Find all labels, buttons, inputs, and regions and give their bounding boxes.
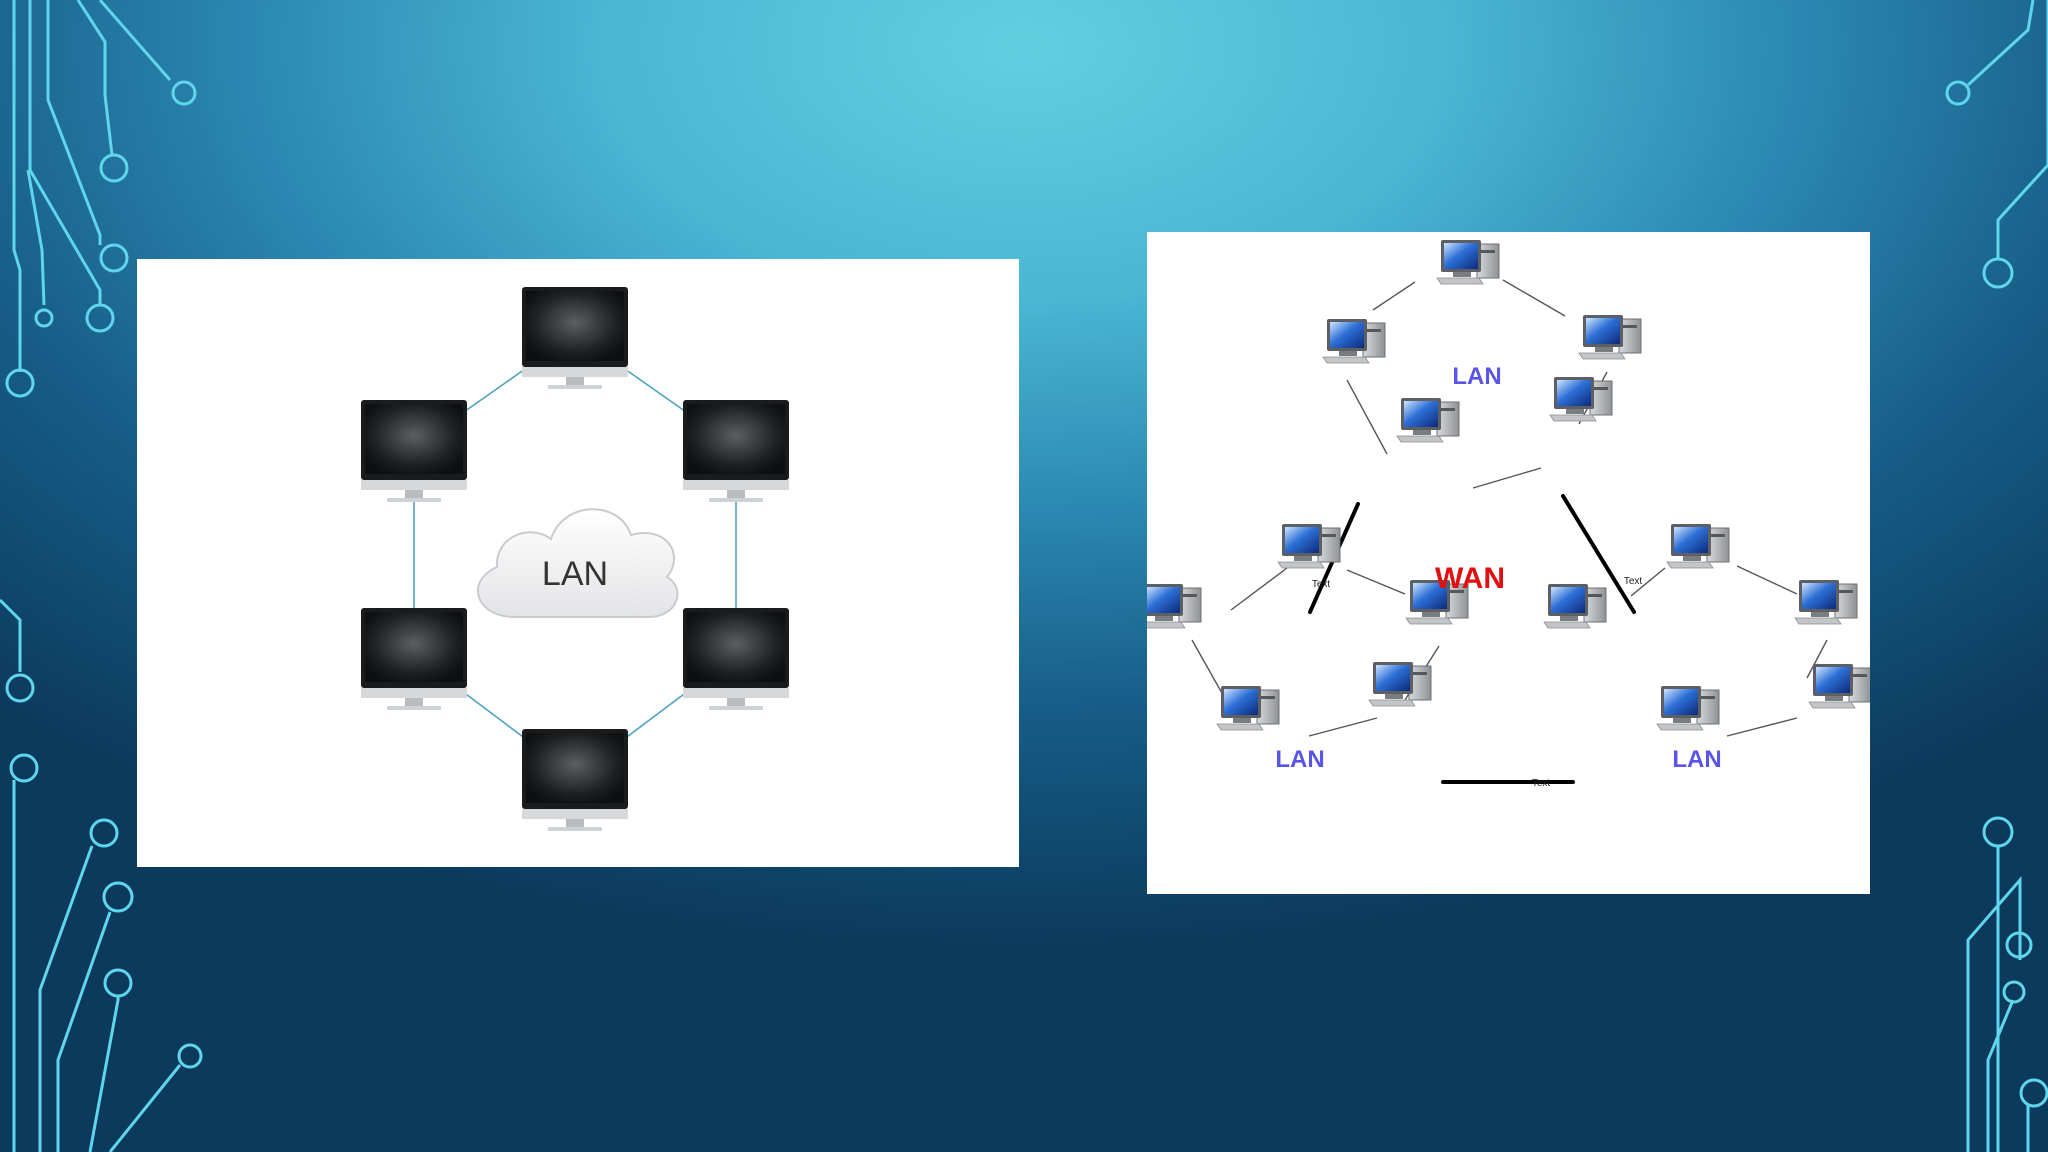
lan-link	[1347, 380, 1387, 454]
wan-diagram: WAN LAN LAN LAN Text Text Text	[1147, 232, 1870, 894]
desktop-computer-icon	[1544, 584, 1606, 628]
desktop-computer-icon	[1147, 584, 1201, 628]
monitor-lower-left-icon	[361, 608, 467, 710]
desktop-computer-icon	[1579, 315, 1641, 359]
lan-label-bottom-left: LAN	[1275, 746, 1324, 773]
lan-label-top: LAN	[1452, 363, 1501, 390]
desktop-computer-icon	[1217, 686, 1279, 730]
desktop-computer-icon	[1667, 524, 1729, 568]
monitor-lower-right-icon	[683, 608, 789, 710]
lan-link	[1309, 718, 1377, 736]
lan-link	[1503, 280, 1565, 316]
desktop-computer-icon	[1550, 377, 1612, 421]
link-label-right: Text	[1624, 576, 1643, 587]
lan-link	[1231, 568, 1287, 610]
monitor-top-icon	[522, 287, 628, 389]
desktop-computer-icon	[1437, 240, 1499, 284]
lan-ring-diagram: LAN	[137, 259, 1019, 867]
desktop-computer-icon	[1369, 662, 1431, 706]
lan-link	[1347, 570, 1405, 594]
cloud-label: LAN	[542, 555, 608, 593]
link-label-left: Text	[1312, 579, 1331, 590]
link-label-bottom: Text	[1532, 778, 1551, 789]
monitor-upper-left-icon	[361, 400, 467, 502]
desktop-computer-icon	[1657, 686, 1719, 730]
wan-label: WAN	[1435, 562, 1505, 595]
desktop-computer-icon	[1323, 319, 1385, 363]
desktop-computer-icon	[1795, 580, 1857, 624]
monitor-upper-right-icon	[683, 400, 789, 502]
lan-label-bottom-right: LAN	[1672, 746, 1721, 773]
lan-link	[1473, 468, 1541, 488]
desktop-computer-icon	[1809, 664, 1870, 708]
lan-link	[1737, 566, 1797, 594]
lan-link	[1373, 282, 1415, 310]
lan-link	[1727, 718, 1797, 736]
desktop-computer-icon	[1397, 398, 1459, 442]
monitor-bottom-icon	[522, 729, 628, 831]
desktop-computer-icon	[1278, 524, 1340, 568]
